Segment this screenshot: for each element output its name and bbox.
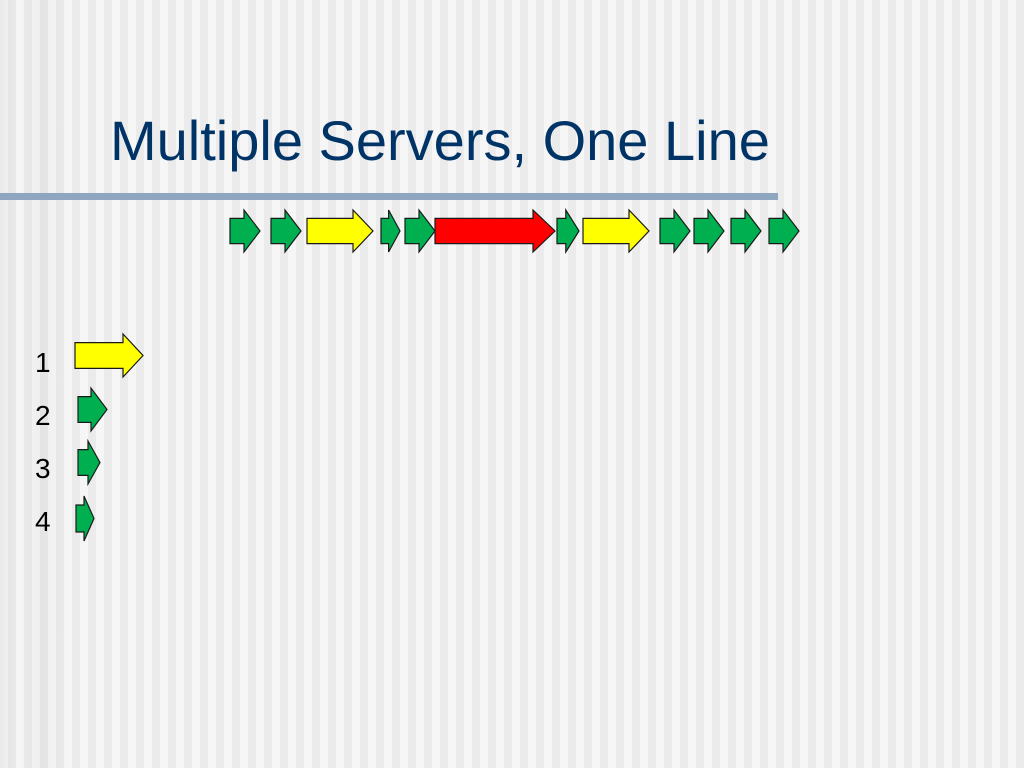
queue-arrow-yellow (306, 208, 374, 254)
server-job-arrow-4 (75, 495, 95, 542)
queue-arrow-green (659, 208, 691, 254)
server-job-arrow-2 (77, 386, 108, 433)
server-label-1: 1 (35, 347, 51, 378)
queue-arrow-yellow (582, 208, 650, 254)
queue-arrow-green (693, 208, 725, 254)
queue-arrow-green (229, 208, 261, 254)
title-rule (0, 193, 778, 200)
queue-arrow-green (730, 208, 762, 254)
server-label-2: 2 (35, 400, 51, 431)
queue-arrow-green (380, 209, 401, 253)
server-label-4: 4 (35, 506, 51, 537)
server-job-arrow-3 (77, 438, 101, 487)
queue-arrow-green (270, 208, 302, 254)
queue-arrow-red (434, 208, 556, 254)
queue-arrow-green (768, 208, 800, 254)
slide-title: Multiple Servers, One Line (110, 109, 770, 172)
server-label-3: 3 (35, 453, 51, 484)
queue-arrow-green (556, 207, 580, 255)
server-job-arrow-1 (74, 332, 144, 379)
queue-arrow-green (404, 208, 436, 254)
